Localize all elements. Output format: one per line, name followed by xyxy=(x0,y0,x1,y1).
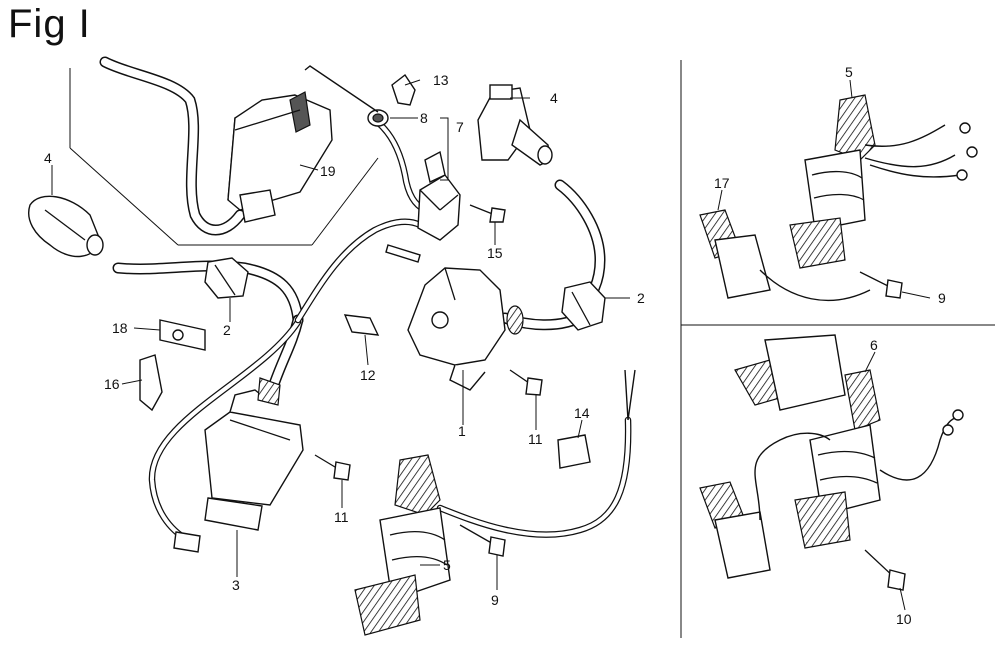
bolt-9-inset xyxy=(859,271,903,299)
ignition-coil-3 xyxy=(173,377,304,553)
harness-clip-12 xyxy=(343,314,380,336)
callout-4-right: 4 xyxy=(550,90,558,106)
callout-2-left: 2 xyxy=(223,322,231,338)
inset-bottom-coil-6 xyxy=(699,334,964,579)
callout-13: 13 xyxy=(433,72,449,88)
callout-17-inset: 17 xyxy=(714,175,730,191)
exciter-coil-5-lower xyxy=(354,454,451,636)
callout-7: 7 xyxy=(456,119,464,135)
leader-lines xyxy=(51,79,931,611)
inset-top-coil-17 xyxy=(699,209,871,302)
bolt-10-inset xyxy=(864,549,906,591)
callout-16: 16 xyxy=(104,376,120,392)
callout-4-left: 4 xyxy=(44,150,52,166)
wire-clip-13 xyxy=(391,73,416,106)
callout-8: 8 xyxy=(420,110,428,126)
callout-10: 10 xyxy=(896,611,912,627)
plug-cap-2-right xyxy=(561,281,606,331)
inset-bracket-line xyxy=(311,157,379,246)
inset-top-coil-5 xyxy=(789,94,978,269)
callout-6: 6 xyxy=(870,337,878,353)
ignition-coil-19 xyxy=(227,91,333,223)
plug-cap-2-left xyxy=(204,257,249,299)
callout-9-inset: 9 xyxy=(938,290,946,306)
bolt-9-lower xyxy=(459,524,506,557)
callout-18: 18 xyxy=(112,320,128,336)
callout-14: 14 xyxy=(574,405,590,421)
connector-14 xyxy=(557,434,591,469)
harness-clamp-18 xyxy=(159,319,206,351)
bolt-11-upper xyxy=(509,369,543,396)
callout-15: 15 xyxy=(487,245,503,261)
bolt-15 xyxy=(469,204,506,223)
callout-2-right: 2 xyxy=(637,290,645,306)
magneto-1 xyxy=(407,267,524,391)
callout-12: 12 xyxy=(360,367,376,383)
ignition-module-7 xyxy=(417,150,461,241)
terminal-clip-16 xyxy=(139,354,163,412)
grommet-8 xyxy=(304,65,389,127)
wiring-harness xyxy=(148,114,636,544)
callout-11-lower: 11 xyxy=(334,509,349,525)
inset-bracket-line xyxy=(69,147,179,246)
wire-connector-7-loop xyxy=(385,244,421,263)
callout-11-upper: 11 xyxy=(528,431,543,447)
spark-plug-cap-4-right xyxy=(477,84,553,166)
callout-labels: 1 2 2 3 4 4 5 5 6 7 8 9 9 10 11 11 12 13… xyxy=(44,64,946,627)
callout-5-inset: 5 xyxy=(845,64,853,80)
callout-5-lower: 5 xyxy=(443,557,451,573)
callout-3: 3 xyxy=(232,577,240,593)
callout-9-lower: 9 xyxy=(491,592,499,608)
bolt-11-lower xyxy=(314,454,351,481)
callout-19: 19 xyxy=(320,163,336,179)
figure-title: Fig I xyxy=(8,2,91,46)
spark-plug-cap-4-left xyxy=(28,195,104,258)
callout-1: 1 xyxy=(458,423,466,439)
